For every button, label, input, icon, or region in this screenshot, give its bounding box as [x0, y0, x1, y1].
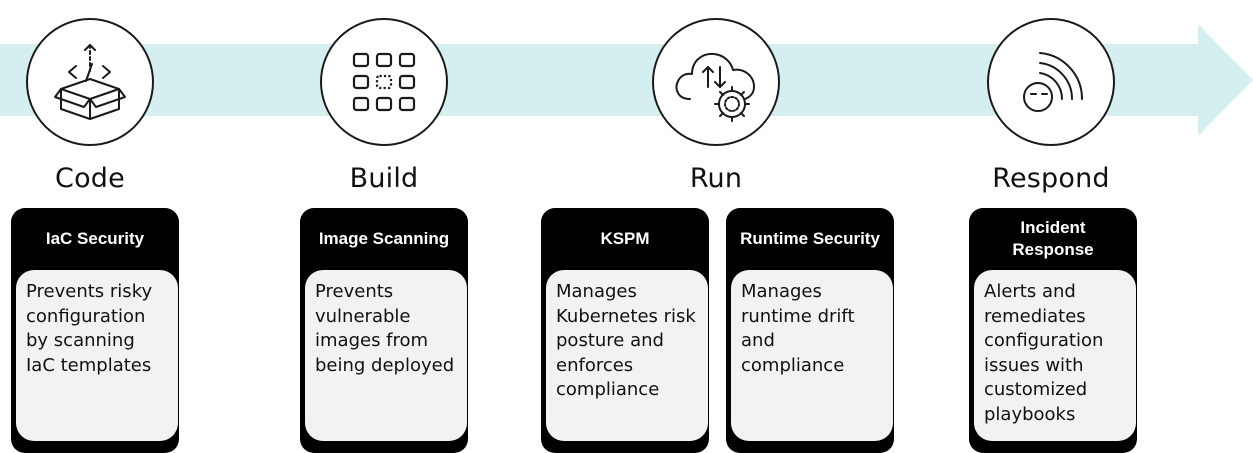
alert-signal-icon — [1023, 52, 1084, 112]
card-description: Prevents risky configuration by scanning… — [16, 270, 178, 441]
card-description: Manages Kubernetes risk posture and enfo… — [546, 270, 708, 441]
card-description: Prevents vulnerable images from being de… — [305, 270, 467, 441]
card-description: Manages runtime drift and compliance — [731, 270, 893, 441]
stage-build-circle — [320, 18, 448, 146]
card-runtime-security: Runtime Security Manages runtime drift a… — [726, 208, 894, 453]
card-iac-security: IaC Security Prevents risky configuratio… — [11, 208, 179, 453]
stage-run-circle — [652, 18, 780, 146]
card-title: Incident Response — [1012, 218, 1094, 259]
code-box-icon — [54, 44, 126, 120]
stage-label-run: Run — [689, 163, 743, 194]
card-image-scanning: Image Scanning Prevents vulnerable image… — [300, 208, 468, 453]
card-title: Image Scanning — [318, 229, 450, 248]
grid-icon — [352, 52, 416, 112]
card-title: IaC Security — [45, 229, 145, 248]
card-kspm: KSPM Manages Kubernetes risk posture and… — [541, 208, 709, 453]
card-incident-response: Incident Response Alerts and remediates … — [969, 208, 1137, 453]
stage-label-respond: Respond — [992, 163, 1110, 194]
flow-arrow — [0, 24, 1253, 136]
stage-label-build: Build — [349, 163, 419, 194]
stage-label-code: Code — [55, 163, 125, 194]
card-description: Alerts and remediates configuration issu… — [974, 270, 1136, 441]
stage-respond-circle — [987, 18, 1115, 146]
card-title: Runtime Security — [740, 229, 880, 248]
cloud-gear-icon — [675, 52, 755, 122]
card-title: KSPM — [600, 229, 650, 248]
stage-code-circle — [26, 18, 154, 146]
